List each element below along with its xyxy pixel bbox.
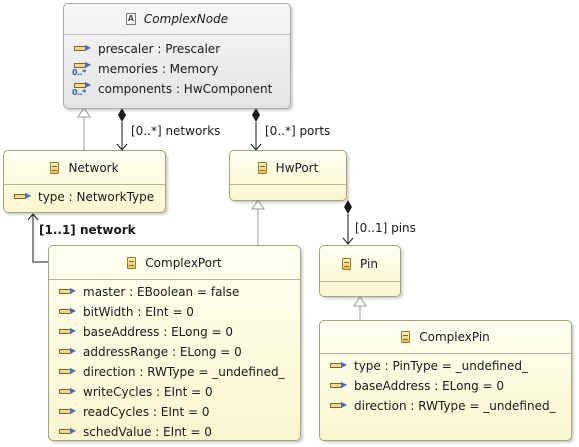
complexport-attributes: ▶ master : EBoolean = false ▶ bitWidth : EI… [49,280,300,440]
ports-label: [0..*] ports [265,124,331,138]
pin-title: Pin [360,256,378,271]
network-class-box[interactable]: Network ▶ type : NetworkType [3,150,166,213]
multi-attribute-icon: ▶0..* [72,80,92,97]
attribute-icon: ▶ [12,191,32,203]
attribute-icon: ▶ [57,286,77,298]
complexport-class-box[interactable]: ComplexPort ▶ master : EBoolean = false ▶ b… [48,245,301,441]
inheritance-complexport-hwport [251,199,265,245]
attribute-icon: ▶ [57,406,77,418]
attribute-label: direction : RWType = _undefined_ [83,365,285,379]
multiplicity-marker: 0..* [72,88,86,97]
attribute-row[interactable]: ▶ readCycles : EInt = 0 [49,402,300,422]
class-icon [50,161,60,174]
attribute-icon: ▶ [57,386,77,398]
inheritance-network-complexnode [77,107,91,150]
attribute-label: baseAddress : ELong = 0 [83,325,234,339]
attribute-icon: ▶ [57,366,77,378]
attribute-row[interactable]: ▶ baseAddress : ELong = 0 [49,322,300,342]
attribute-icon: ▶ [328,380,348,392]
attribute-label: memories : Memory [98,62,219,76]
attribute-label: baseAddress : ELong = 0 [354,379,505,393]
attribute-label: prescaler : Prescaler [98,42,221,56]
attribute-row[interactable]: ▶ type : NetworkType [4,187,165,207]
inheritance-complexpin-pin [353,296,367,320]
attribute-row[interactable]: ▶ addressRange : ELong = 0 [49,342,300,362]
pin-header: Pin [320,246,400,282]
complexpin-header: ComplexPin [320,321,571,354]
attribute-icon: ▶ [57,346,77,358]
attribute-label: direction : RWType = _undefined_ [354,399,556,413]
complexport-title: ComplexPort [145,255,222,270]
networks-label: [0..*] networks [131,124,221,138]
attribute-row[interactable]: ▶0..* components : HwComponent [64,79,290,99]
attribute-icon: ▶ [328,400,348,412]
multiplicity-marker: 0..* [72,68,86,77]
attribute-label: writeCycles : EInt = 0 [83,385,213,399]
complexnode-attributes: ▶ prescaler : Prescaler ▶0..* memories : Me… [64,35,290,99]
attribute-row[interactable]: ▶ writeCycles : EInt = 0 [49,382,300,402]
attribute-icon: ▶ [57,306,77,318]
composition-networks [116,108,128,151]
attribute-row[interactable]: ▶0..* memories : Memory [64,59,290,79]
class-icon [257,161,267,174]
attribute-label: type : PinType = _undefined_ [354,359,529,373]
class-icon [401,331,411,343]
attribute-row[interactable]: ▶ direction : RWType = _undefined_ [49,362,300,382]
composition-ports [250,108,262,151]
attribute-label: components : HwComponent [98,82,273,96]
attribute-row[interactable]: ▶ master : EBoolean = false [49,282,300,302]
complexnode-class-box[interactable]: A ComplexNode ▶ prescaler : Prescaler ▶0..… [63,3,291,109]
pins-label: [0..1] pins [355,221,416,235]
attribute-icon: ▶ [57,426,77,438]
complexpin-title: ComplexPin [419,330,490,344]
attribute-row[interactable]: ▶ baseAddress : ELong = 0 [320,376,571,396]
network-header: Network [4,151,165,185]
class-icon [342,257,352,270]
attribute-row[interactable]: ▶ prescaler : Prescaler [64,39,290,59]
composition-pins [342,200,354,245]
pin-class-box[interactable]: Pin [319,245,401,297]
attribute-icon: ▶ [72,43,92,55]
attribute-row[interactable]: ▶ schedValue : EInt = 0 [49,422,300,440]
attribute-label: addressRange : ELong = 0 [83,345,242,359]
reference-network [27,213,48,263]
complexport-header: ComplexPort [49,246,300,280]
attribute-row[interactable]: ▶ bitWidth : EInt = 0 [49,302,300,322]
complexpin-class-box[interactable]: ComplexPin ▶ type : PinType = _undefined_… [319,320,572,441]
attribute-icon: ▶ [57,326,77,338]
network-title: Network [68,160,119,175]
complexpin-attributes: ▶ type : PinType = _undefined_ ▶ baseAddres… [320,354,571,416]
hwport-class-box[interactable]: HwPort [229,150,347,201]
hwport-title: HwPort [275,160,319,175]
network-attributes: ▶ type : NetworkType [4,185,165,207]
class-icon [127,256,137,269]
abstract-class-icon: A [125,13,136,25]
multi-attribute-icon: ▶0..* [72,60,92,77]
complexnode-header: A ComplexNode [64,4,290,35]
attribute-icon: ▶ [328,360,348,372]
attribute-row[interactable]: ▶ direction : RWType = _undefined_ [320,396,571,416]
attribute-label: type : NetworkType [38,190,155,204]
attribute-row[interactable]: ▶ type : PinType = _undefined_ [320,356,571,376]
attribute-label: master : EBoolean = false [83,285,240,299]
attribute-label: schedValue : EInt = 0 [83,425,212,439]
hwport-header: HwPort [230,151,346,185]
attribute-label: readCycles : EInt = 0 [83,405,210,419]
complexnode-title: ComplexNode [143,12,229,26]
network-label: [1..1] network [39,223,136,237]
attribute-label: bitWidth : EInt = 0 [83,305,194,319]
